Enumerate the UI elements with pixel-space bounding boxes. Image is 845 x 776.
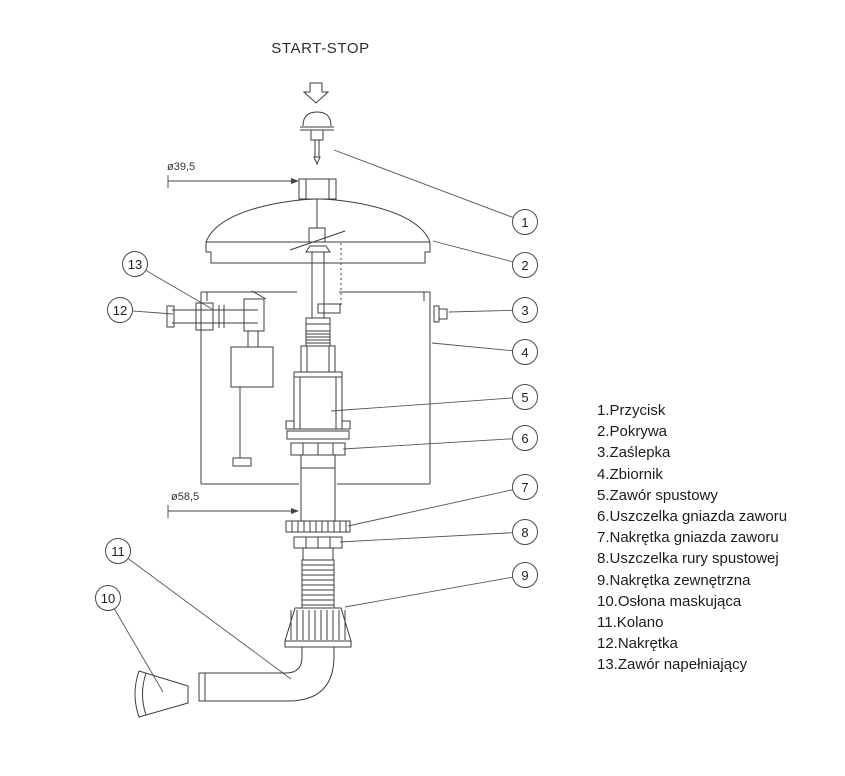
legend-item: 9.Nakrętka zewnętrzna [597, 571, 751, 589]
dimension-top-label: ø39,5 [167, 161, 196, 173]
outer-nut-drawing [284, 607, 352, 648]
dimension-bottom-label: ø58,5 [171, 491, 200, 503]
callout-1: 1 [512, 209, 538, 235]
legend-item: 2.Pokrywa [597, 423, 668, 441]
legend-item: 13.Zawór napełniający [597, 656, 748, 674]
legend-item: 8.Uszczelka rury spustowej [597, 550, 779, 568]
legend-item: 1.Przycisk [597, 402, 666, 419]
seat-nut-drawing [285, 520, 351, 533]
callout-7: 7 [512, 474, 538, 500]
threaded-pipe-drawing [301, 547, 335, 609]
dimension-bottom-lines [167, 505, 299, 518]
button-drawing [300, 111, 334, 166]
start-stop-arrow-icon [302, 82, 330, 104]
callout-11: 11 [105, 538, 131, 564]
callout-10: 10 [95, 585, 121, 611]
pipe-seal-drawing [293, 536, 343, 549]
legend-item: 10.Osłona maskująca [597, 592, 742, 610]
plug-drawing [433, 305, 448, 323]
flush-valve-drawing [285, 245, 351, 521]
callout-8: 8 [512, 519, 538, 545]
callout-5: 5 [512, 384, 538, 410]
legend-item: 11.Kolano [597, 614, 664, 632]
elbow-drawing [198, 647, 335, 702]
callout-9: 9 [512, 562, 538, 588]
callout-3: 3 [512, 297, 538, 323]
tank-drawing [200, 291, 431, 485]
legend-item: 12.Nakrętka [597, 635, 678, 653]
legend-item: 4.Zbiornik [597, 465, 663, 483]
flush-lever-drawing [289, 199, 346, 306]
cover-cone-drawing [134, 670, 189, 718]
legend-item: 3.Zaślepka [597, 444, 671, 462]
callout-6: 6 [512, 425, 538, 451]
valve-seat-seal-drawing [290, 442, 346, 456]
parts-legend: 1.Przycisk 2.Pokrywa 3.Zaślepka 4.Zbiorn… [597, 400, 842, 676]
legend-item: 6.Uszczelka gniazda zaworu [597, 508, 788, 526]
legend-item: 5.Zawór spustowy [597, 486, 718, 504]
fill-valve-drawing [166, 290, 274, 467]
lid-drawing [205, 178, 431, 264]
dimension-top-lines [167, 175, 299, 188]
callout-12: 12 [107, 297, 133, 323]
diagram-title: START-STOP [271, 40, 370, 57]
leader-lines [107, 149, 526, 693]
callout-4: 4 [512, 339, 538, 365]
callout-13: 13 [122, 251, 148, 277]
callout-2: 2 [512, 252, 538, 278]
legend-item: 7.Nakrętka gniazda zaworu [597, 529, 779, 547]
